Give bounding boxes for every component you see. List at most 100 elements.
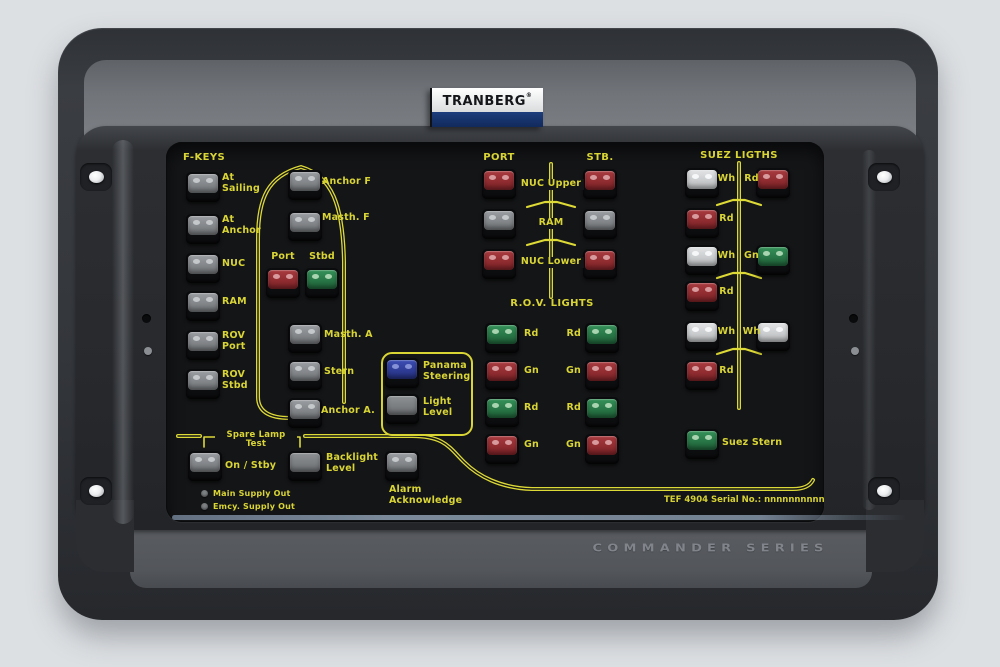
side-hole-left [142, 314, 151, 323]
button-suez-3-right[interactable] [756, 245, 790, 275]
label-rov-l3: Rd [524, 402, 539, 413]
button-suez-stern[interactable] [685, 429, 719, 459]
button-rov-r3[interactable] [585, 397, 619, 427]
button-stb-nuc-lower[interactable] [583, 249, 617, 279]
button-at-sailing-cap [188, 174, 218, 193]
label-suez-3-left: Wh [717, 250, 736, 261]
button-suez-4-left[interactable] [685, 281, 719, 311]
button-stbd-side[interactable] [305, 268, 339, 298]
button-stb-nuc-lower-cap [585, 251, 615, 270]
button-at-anchor[interactable] [186, 214, 220, 244]
button-nuc[interactable] [186, 253, 220, 283]
button-rov-port[interactable] [186, 330, 220, 360]
button-anchor-a[interactable] [288, 398, 322, 428]
label-main-supply-out: Main Supply Out [213, 489, 291, 498]
label-anchor-a: Anchor A. [321, 405, 375, 416]
label-suez-2-left: Rd [719, 213, 734, 224]
button-suez-3-left[interactable] [685, 245, 719, 275]
button-port-nuc-upper-cap [484, 171, 514, 190]
button-at-sailing[interactable] [186, 172, 220, 202]
bottom-gray-band [130, 528, 872, 588]
stb-heading: STB. [586, 152, 614, 163]
button-suez-6-left-cap [687, 362, 717, 381]
button-suez-6-left[interactable] [685, 360, 719, 390]
label-stbd-side: Stbd [309, 251, 335, 262]
registered-mark-icon: ® [525, 91, 533, 99]
label-rov-port: ROV Port [222, 330, 246, 352]
button-rov-r2[interactable] [585, 360, 619, 390]
button-rov-r1[interactable] [585, 323, 619, 353]
button-port-nuc-lower-cap [484, 251, 514, 270]
button-suez-5-right-cap [758, 323, 788, 342]
side-dot-left [144, 347, 152, 355]
button-rov-l1-cap [487, 325, 517, 344]
button-rov-r3-cap [587, 399, 617, 418]
button-on-stby-cap [190, 453, 220, 472]
spare-lamp-test-title: Spare Lamp Test [215, 431, 297, 449]
button-rov-stbd[interactable] [186, 369, 220, 399]
button-stb-ram[interactable] [583, 209, 617, 239]
logo-blue-bar [430, 112, 543, 127]
label-light-level: Light Level [423, 396, 453, 418]
button-rov-r4[interactable] [585, 434, 619, 464]
label-nuc: NUC [222, 258, 246, 269]
button-rov-r4-cap [587, 436, 617, 455]
button-ram[interactable] [186, 291, 220, 321]
button-masth-a-cap [290, 325, 320, 344]
label-ram-centre: RAM [535, 217, 567, 229]
button-suez-5-right[interactable] [756, 321, 790, 351]
button-masth-a[interactable] [288, 323, 322, 353]
brand-logo: TRANBERG® [430, 88, 543, 127]
button-suez-2-left[interactable] [685, 208, 719, 238]
button-panama-steering-cap [387, 360, 417, 379]
button-port-side[interactable] [266, 268, 300, 298]
button-nuc-cap [188, 255, 218, 274]
button-suez-1-right[interactable] [756, 168, 790, 198]
reflection-right [862, 150, 876, 510]
label-at-sailing: At Sailing [222, 172, 260, 194]
button-suez-1-left-cap [687, 170, 717, 189]
button-rov-l2[interactable] [485, 360, 519, 390]
button-ram-cap [188, 293, 218, 312]
label-suez-stern: Suez Stern [722, 437, 783, 448]
label-panama-steering: Panama Steering [423, 360, 471, 382]
button-alarm-acknowledge[interactable] [385, 451, 419, 481]
side-hole-right [849, 314, 858, 323]
button-rov-l4-cap [487, 436, 517, 455]
screw-hole-top-left [89, 171, 104, 183]
button-suez-1-left[interactable] [685, 168, 719, 198]
button-panama-steering[interactable] [385, 358, 419, 388]
label-rov-r2: Gn [566, 365, 581, 376]
button-suez-5-left[interactable] [685, 321, 719, 351]
button-stern[interactable] [288, 360, 322, 390]
button-stb-nuc-upper-cap [585, 171, 615, 190]
logo-white-bar: TRANBERG® [430, 88, 543, 112]
button-port-nuc-lower[interactable] [482, 249, 516, 279]
bottom-highlight [172, 515, 906, 520]
label-masth-f: Masth. F [322, 212, 370, 223]
button-masth-f[interactable] [288, 211, 322, 241]
button-light-level[interactable] [385, 394, 419, 424]
rov-heading: R.O.V. LIGHTS [510, 298, 594, 309]
button-rov-stbd-cap [188, 371, 218, 390]
button-rov-l4[interactable] [485, 434, 519, 464]
button-rov-l3[interactable] [485, 397, 519, 427]
label-suez-6-left: Rd [719, 365, 734, 376]
port-heading: PORT [483, 152, 515, 163]
label-stern: Stern [324, 366, 355, 377]
button-stern-cap [290, 362, 320, 381]
label-suez-1-left: Wh [717, 173, 736, 184]
button-rov-r2-cap [587, 362, 617, 381]
button-anchor-f[interactable] [288, 170, 322, 200]
label-backlight-level: Backlight Level [326, 452, 379, 474]
button-rov-l1[interactable] [485, 323, 519, 353]
button-backlight-level[interactable] [288, 451, 322, 481]
button-port-ram[interactable] [482, 209, 516, 239]
button-on-stby[interactable] [188, 451, 222, 481]
label-suez-1-right: Rd [744, 173, 759, 184]
button-rov-port-cap [188, 332, 218, 351]
button-stbd-side-cap [307, 270, 337, 289]
button-stb-nuc-upper[interactable] [583, 169, 617, 199]
button-light-level-cap [387, 396, 417, 415]
button-port-nuc-upper[interactable] [482, 169, 516, 199]
